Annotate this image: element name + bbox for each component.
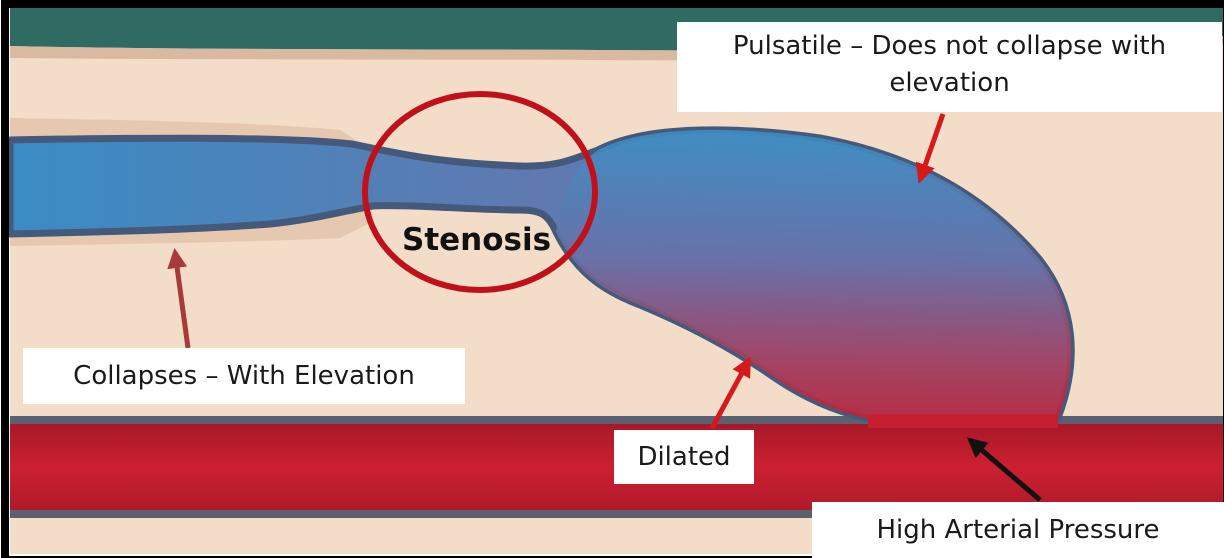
high-arterial-pressure-label: High Arterial Pressure <box>812 502 1224 558</box>
collapses-label: Collapses – With Elevation <box>23 348 465 404</box>
fistula-junction <box>868 414 1058 428</box>
stenosis-label: Stenosis <box>402 222 551 258</box>
dilated-label: Dilated <box>614 430 754 484</box>
pulsatile-label: Pulsatile – Does not collapse with eleva… <box>677 22 1222 112</box>
